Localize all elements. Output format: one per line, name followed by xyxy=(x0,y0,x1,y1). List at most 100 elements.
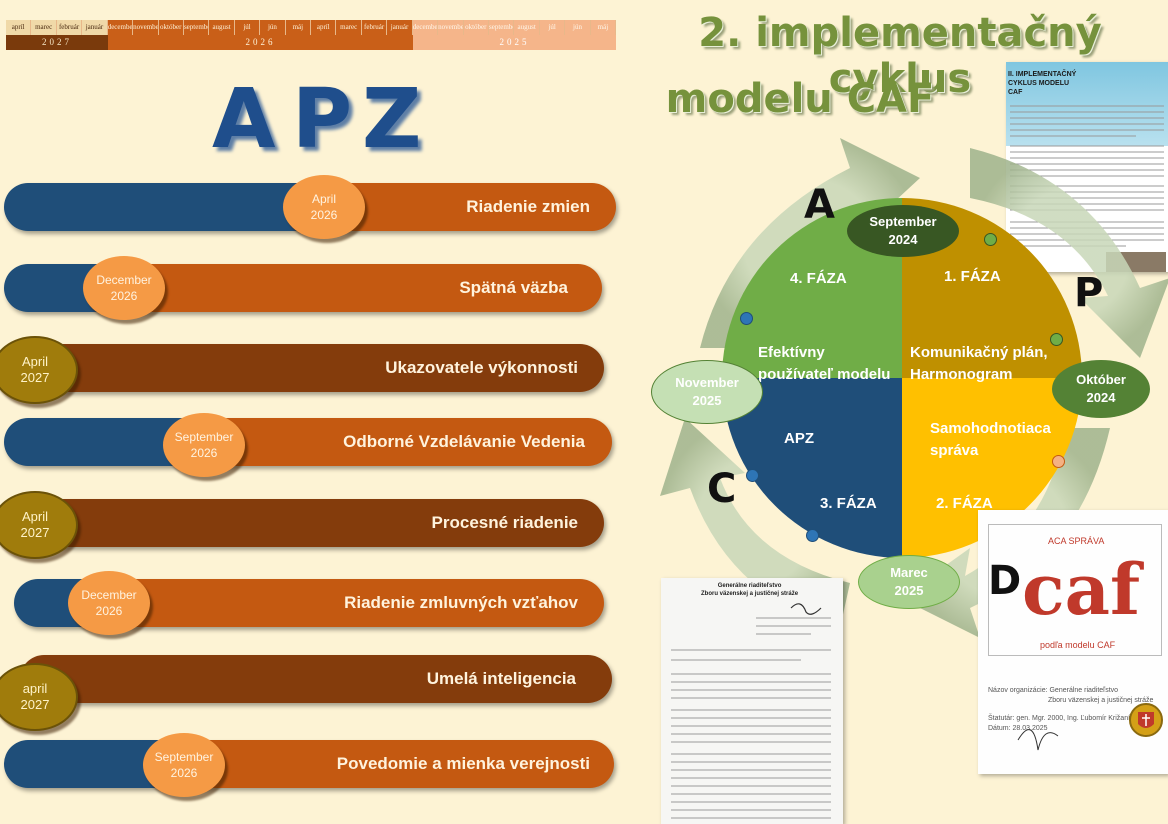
milestone-oktober-2024: Október 2024 xyxy=(1052,360,1150,418)
report-decor xyxy=(1017,703,1163,751)
timeline-month: september xyxy=(489,20,515,35)
milestone-line: 2025 xyxy=(894,583,924,598)
timeline-month: november xyxy=(133,20,159,35)
phase-2-line: správa xyxy=(930,442,979,459)
cycle-letter-p: P xyxy=(1074,270,1104,316)
timeline-month: január xyxy=(82,20,108,35)
timeline-month: jún xyxy=(260,20,286,35)
area-bar xyxy=(20,344,604,392)
timeline-month: máj xyxy=(590,20,617,35)
milestone-line: 2025 xyxy=(692,393,722,408)
timeline-year-2025: 2025 xyxy=(413,35,616,50)
cycle-title-line2: modelu CAF xyxy=(665,76,935,122)
phase-1-text: Komunikačný plán, Harmonogram xyxy=(910,342,1048,386)
timeline-month: december xyxy=(412,20,439,35)
apz-letter-z: Z xyxy=(362,72,422,167)
cycle-dot xyxy=(806,529,819,542)
area-label: Procesné riadenie xyxy=(431,513,578,532)
org-value: Zboru väzenskej a justičnej stráže xyxy=(1048,697,1154,704)
cycle-circle xyxy=(722,198,1082,558)
doc-heading: II. IMPLEMENTAČNÝ xyxy=(1008,71,1077,78)
area-bar xyxy=(20,499,604,547)
report-frame xyxy=(988,524,1162,656)
report-title: ACA SPRÁVA xyxy=(1048,536,1105,546)
letter-doc-image: Generálne riaditeľstvo Zboru väzenskej a… xyxy=(661,578,843,824)
phase-2-text: Samohodnotiaca správa xyxy=(930,418,1051,462)
self-assessment-report-image: ACA SPRÁVA caf podľa modelu CAF Názov or… xyxy=(978,510,1168,774)
cycle-dot xyxy=(1052,455,1065,468)
phase-4-line: používateľ modelu xyxy=(758,366,891,383)
apz-letter-p: P xyxy=(292,72,353,167)
phase-3-label: 3. FÁZA xyxy=(820,495,877,512)
milestone-line: 2024 xyxy=(1086,390,1116,405)
timeline-month: september xyxy=(183,20,210,35)
area-bar xyxy=(200,418,612,466)
timeline-years: 2027 2026 2025 xyxy=(6,35,616,50)
timeline-month: júl xyxy=(539,20,566,35)
area-label: Umelá inteligencia xyxy=(426,669,576,688)
milestone-line: November xyxy=(675,375,739,390)
milestone-line: 2024 xyxy=(888,232,918,247)
badge-year: 2026 xyxy=(110,289,138,303)
timeline-month: apríl xyxy=(311,20,337,35)
timeline-month: apríl xyxy=(6,20,32,35)
badge-month: December xyxy=(96,273,152,287)
badge-year: 2027 xyxy=(20,697,50,712)
timeline-month: október xyxy=(158,20,184,35)
timeline-month: október xyxy=(463,20,490,35)
area-date-badge: September 2026 xyxy=(163,413,245,477)
quadrant-2 xyxy=(902,378,1082,558)
cycle-dot xyxy=(746,469,759,482)
badge-year: 2026 xyxy=(170,766,198,780)
phase-3-text: APZ xyxy=(784,430,814,447)
org-label: Názov organizácie: xyxy=(988,687,1048,694)
badge-year: 2027 xyxy=(20,370,50,385)
cycle-title-line1: 2. implementačný cyklus xyxy=(698,10,1102,102)
area-label: Odborné Vzdelávanie Vedenia xyxy=(343,432,585,451)
area-date-badge: December 2026 xyxy=(83,256,165,320)
badge-month: April xyxy=(21,509,48,524)
timeline-month: február xyxy=(361,20,388,35)
report-meta: Názov organizácie: Generálne riaditeľstv… xyxy=(988,686,1153,734)
phase-4-text: Efektívny používateľ modelu xyxy=(758,342,890,386)
milestone-line: Október xyxy=(1076,372,1126,387)
phase-1-line: Komunikačný plán, xyxy=(910,344,1048,361)
area-bar xyxy=(110,264,602,312)
caf-logo: caf xyxy=(1022,548,1141,631)
timeline-year-2027: 2027 xyxy=(6,35,108,50)
phase-2-label: 2. FÁZA xyxy=(936,495,993,512)
phase-1-line: Harmonogram xyxy=(910,366,1013,383)
quadrant-3 xyxy=(722,378,902,558)
doc-heading: CAF xyxy=(1008,89,1023,96)
badge-year: 2026 xyxy=(310,208,338,222)
row-label: Štatutár: xyxy=(988,715,1015,722)
timeline-month: január xyxy=(387,20,413,35)
phase-1-label: 1. FÁZA xyxy=(944,268,1001,285)
cycle-letter-a: A xyxy=(804,182,835,228)
timeline-month: február xyxy=(56,20,83,35)
cycle-dot xyxy=(1050,333,1063,346)
cycle-dot xyxy=(984,233,997,246)
badge-month: September xyxy=(174,430,234,444)
badge-year: 2026 xyxy=(190,446,218,460)
phase-4-line: Efektívny xyxy=(758,344,825,361)
badge-year: 2026 xyxy=(95,604,123,618)
area-label: Povedomie a mienka verejnosti xyxy=(336,754,590,773)
area-bar xyxy=(110,579,604,627)
row-value: gen. Mgr. 2000, Ing. Ľubomír Križaník xyxy=(1016,715,1134,722)
timeline-month: jún xyxy=(565,20,591,35)
timeline-month: júl xyxy=(234,20,261,35)
badge-month: April xyxy=(311,192,336,206)
timeline-month: august xyxy=(209,20,235,35)
milestone-line: September xyxy=(869,214,937,229)
phase-2-line: Samohodnotiaca xyxy=(930,420,1051,437)
phase-4-label: 4. FÁZA xyxy=(790,270,847,287)
coat-of-arms-icon xyxy=(1129,703,1163,737)
cycle-letter-d: D xyxy=(988,558,1022,604)
